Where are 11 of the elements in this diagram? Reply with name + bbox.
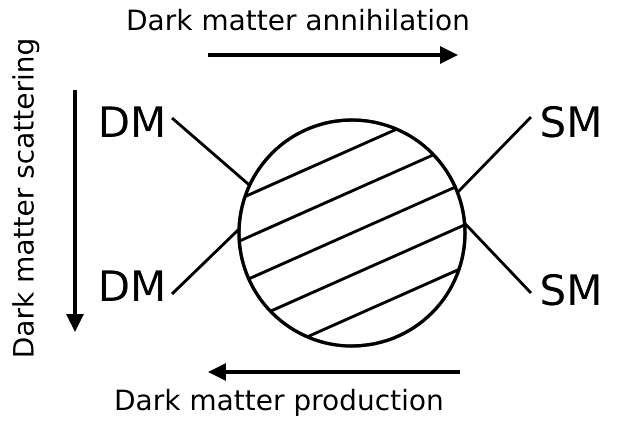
connector-line [170, 228, 240, 296]
process-caption: Dark matter scattering [10, 38, 40, 358]
connector-line [456, 116, 532, 194]
particle-label: SM [530, 100, 612, 146]
process-caption: Dark matter annihilation [126, 6, 470, 37]
process-caption: Dark matter production [114, 386, 444, 417]
connector-line [171, 116, 251, 186]
particle-label: SM [530, 268, 612, 314]
particle-label: DM [92, 100, 172, 146]
hatched-circle [237, 118, 467, 348]
particle-label: DM [92, 264, 172, 310]
